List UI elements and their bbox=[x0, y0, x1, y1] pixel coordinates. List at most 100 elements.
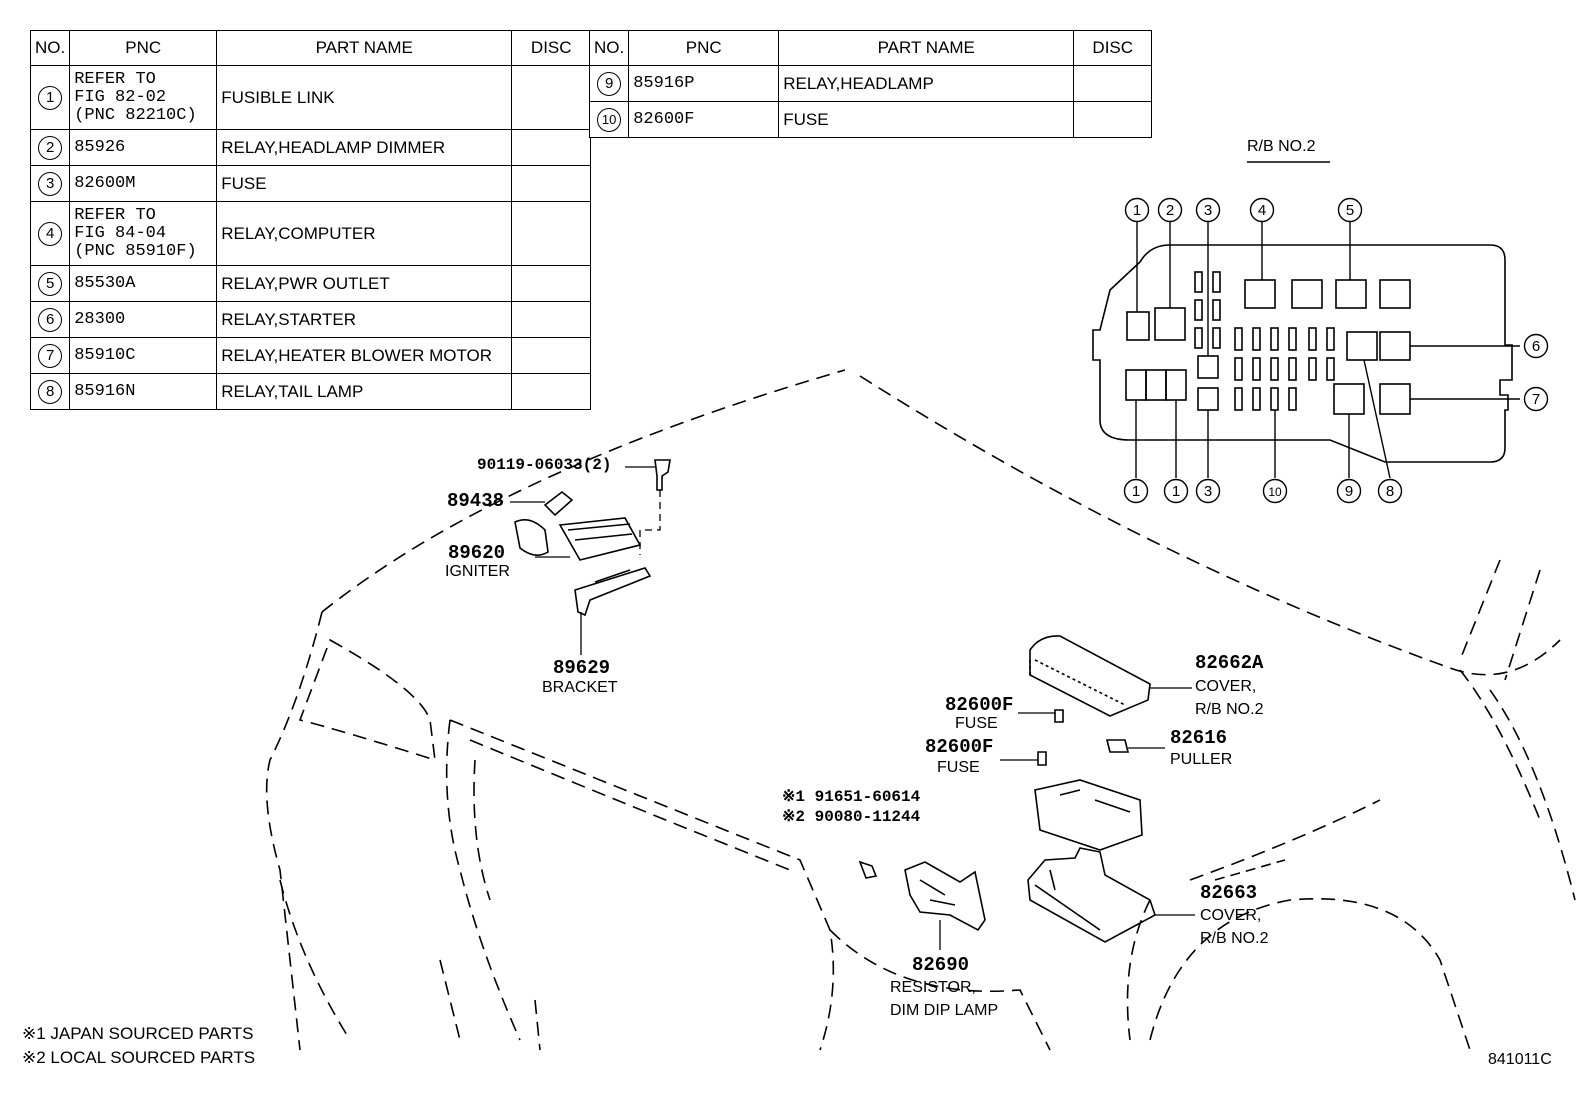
rb-callout-top-circle bbox=[1195, 197, 1221, 223]
rb-callout-top-circle bbox=[1157, 197, 1183, 223]
header-no: NO. bbox=[588, 30, 630, 66]
rb-callout-top-number: 3 bbox=[1204, 202, 1212, 219]
cover-label-3: COVER, bbox=[1200, 907, 1262, 924]
row-number: 4 bbox=[38, 221, 63, 246]
part-82616-label: 82616 bbox=[1170, 727, 1228, 749]
parts-table-right: NO. PNC PART NAME DISC 9 85916P RELAY,HE… bbox=[588, 30, 1153, 138]
parts-table-left: NO. PNC PART NAME DISC 1 REFER TO FIG 82… bbox=[29, 30, 592, 410]
row-number: 7 bbox=[38, 343, 63, 368]
fuse-a-label: FUSE bbox=[955, 715, 998, 732]
windshield-line bbox=[1489, 689, 1576, 901]
part-name-cell: RELAY,HEADLAMP DIMMER bbox=[216, 129, 513, 166]
cover-82663 bbox=[1027, 847, 1156, 943]
fuse-82600f-b bbox=[1037, 751, 1047, 766]
rb-callout-bottom-number: 1 bbox=[1132, 483, 1140, 500]
pnc-cell: 85530A bbox=[69, 265, 218, 302]
rb-callout-bottom-number: 10 bbox=[1268, 485, 1282, 499]
header-part-name: PART NAME bbox=[216, 30, 513, 66]
rb-callout-bottom-circle bbox=[1163, 478, 1189, 504]
footnote-local: ※2 LOCAL SOURCED PARTS bbox=[22, 1048, 256, 1067]
front-face bbox=[265, 611, 323, 1051]
row-number: 6 bbox=[38, 307, 63, 332]
disc-cell bbox=[511, 65, 592, 130]
rb-callout-top-number: 5 bbox=[1346, 202, 1354, 219]
rb-callout-bottom-number: 3 bbox=[1204, 483, 1212, 500]
part-82662a-label: 82662A bbox=[1195, 652, 1264, 674]
relay-block-leaders bbox=[1135, 222, 1520, 479]
part-89629-label: 89629 bbox=[553, 657, 611, 679]
table-row: 1 REFER TO FIG 82-02 (PNC 82210C) FUSIBL… bbox=[29, 65, 592, 130]
fender-line-right2 bbox=[1504, 569, 1541, 681]
fuse-b-label: FUSE bbox=[937, 759, 980, 776]
pnc-cell: REFER TO FIG 84-04 (PNC 85910F) bbox=[69, 201, 218, 266]
footnote-japan: ※1 JAPAN SOURCED PARTS bbox=[22, 1024, 254, 1043]
disc-cell bbox=[511, 373, 592, 410]
cover-label-1: COVER, bbox=[1195, 678, 1257, 695]
resistor-label-1: RESISTOR, bbox=[890, 979, 976, 996]
puller-label: PULLER bbox=[1170, 751, 1233, 768]
igniter-label: IGNITER bbox=[445, 563, 510, 580]
row-number: 2 bbox=[38, 135, 63, 160]
rb-callout-bottom-circle bbox=[1262, 478, 1288, 504]
part-82663-label: 82663 bbox=[1200, 882, 1258, 904]
part-name-cell: FUSE bbox=[778, 101, 1075, 138]
row-number: 8 bbox=[38, 379, 63, 404]
pnc-cell: 85926 bbox=[69, 129, 218, 166]
rb-callout-right-number: 7 bbox=[1532, 391, 1540, 408]
cover-label-2: R/B NO.2 bbox=[1195, 701, 1264, 718]
part-name-cell: RELAY,PWR OUTLET bbox=[216, 265, 513, 302]
cover-82662a bbox=[1029, 635, 1151, 717]
row-number: 10 bbox=[597, 107, 622, 132]
table-row: 2 85926 RELAY,HEADLAMP DIMMER bbox=[29, 129, 592, 166]
part-82600f-b-label: 82600F bbox=[925, 736, 994, 758]
disc-cell bbox=[511, 201, 592, 266]
part-89438-label: 89438 bbox=[447, 490, 505, 512]
rb-title: R/B NO.2 bbox=[1247, 138, 1316, 155]
rb-callout-top-circle bbox=[1249, 197, 1275, 223]
grille-inner bbox=[469, 739, 791, 901]
rb-callout-top-number: 4 bbox=[1258, 202, 1266, 219]
disc-cell bbox=[511, 129, 592, 166]
cowl-line bbox=[1189, 799, 1381, 881]
header-pnc: PNC bbox=[628, 30, 780, 66]
rb-callout-bottom-circle bbox=[1123, 478, 1149, 504]
rb-callout-bottom-number: 8 bbox=[1386, 483, 1394, 500]
pnc-cell: 82600F bbox=[628, 101, 780, 138]
table-row: 8 85916N RELAY,TAIL LAMP bbox=[29, 373, 592, 410]
part-82600f-a-label: 82600F bbox=[945, 694, 1014, 716]
screw-2-label: ※2 90080-11244 bbox=[782, 808, 921, 826]
figure-code: 841011C bbox=[1488, 1051, 1552, 1068]
rb-callout-right-number: 6 bbox=[1532, 338, 1540, 355]
rb-callout-top-circle bbox=[1337, 197, 1363, 223]
row-number: 1 bbox=[38, 85, 63, 110]
resistor-label-2: DIM DIP LAMP bbox=[890, 1002, 999, 1019]
part-name-cell: FUSIBLE LINK bbox=[216, 65, 513, 130]
relay-block-slots bbox=[1125, 271, 1411, 415]
pnc-cell: REFER TO FIG 82-02 (PNC 82210C) bbox=[69, 65, 218, 130]
headlamp-area bbox=[298, 638, 436, 762]
table-header-row: NO. PNC PART NAME DISC bbox=[588, 30, 1153, 66]
rb-callout-bottom-number: 1 bbox=[1172, 483, 1180, 500]
disc-cell bbox=[511, 165, 592, 202]
grille-outline bbox=[445, 719, 835, 1051]
wheel-arch bbox=[1149, 897, 1471, 1051]
table-row: 7 85910C RELAY,HEATER BLOWER MOTOR bbox=[29, 337, 592, 374]
hood-outline bbox=[321, 369, 846, 613]
table-header-row: NO. PNC PART NAME DISC bbox=[29, 30, 592, 66]
fender-line bbox=[1459, 669, 1541, 821]
puller-82616 bbox=[1105, 739, 1130, 753]
screw bbox=[858, 860, 878, 879]
relay-block-body bbox=[1034, 779, 1143, 851]
table-row: 6 28300 RELAY,STARTER bbox=[29, 301, 592, 338]
rb-callout-bottom-circle bbox=[1336, 478, 1362, 504]
engine-line bbox=[829, 929, 1051, 1051]
cover-label-4: R/B NO.2 bbox=[1200, 930, 1269, 947]
fuse-82600f-a bbox=[1054, 709, 1064, 723]
row-number: 3 bbox=[38, 171, 63, 196]
row-number: 5 bbox=[38, 271, 63, 296]
rb-callout-top-number: 2 bbox=[1166, 202, 1174, 219]
rb-callout-right-circle bbox=[1523, 333, 1549, 359]
table-row: 5 85530A RELAY,PWR OUTLET bbox=[29, 265, 592, 302]
resistor-82690 bbox=[904, 861, 986, 932]
